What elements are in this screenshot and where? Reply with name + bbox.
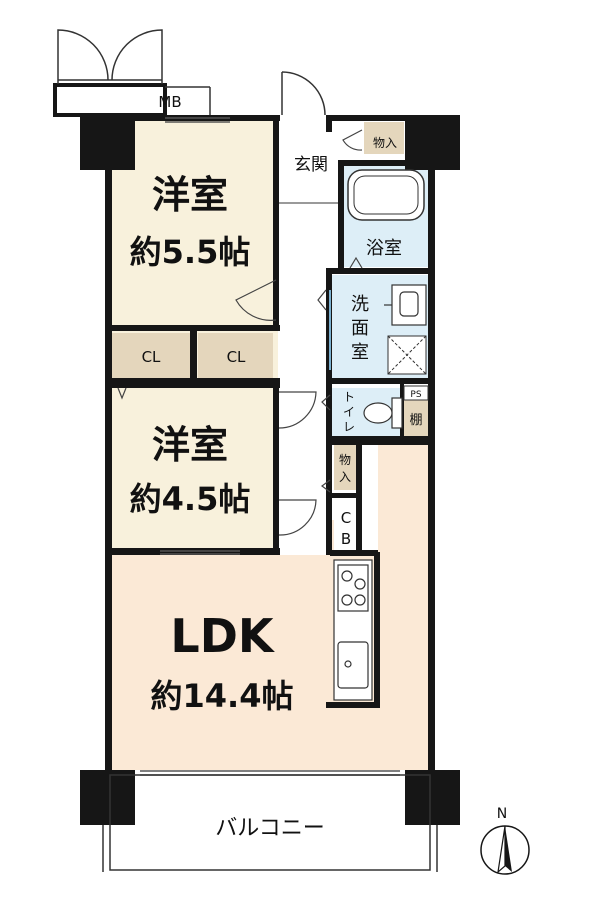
compass-needle-right (505, 826, 512, 872)
mb-doors (57, 29, 211, 115)
toilet-label-2: イ (343, 405, 355, 419)
washroom-label-2: 面 (351, 318, 369, 339)
mb-box (53, 83, 167, 117)
kitchen-counter (333, 559, 373, 701)
balcony-label: バルコニー (215, 816, 325, 841)
western-room-2-name: 洋室 (152, 423, 228, 467)
cb-label-1: C (341, 509, 351, 527)
cb-label-2: B (341, 530, 351, 548)
entrance-label: 玄関 (294, 155, 328, 175)
shelf-floor (402, 400, 430, 436)
storage-mid-label-1: 物 (339, 453, 351, 467)
western-room-2-floor (110, 388, 278, 548)
closet-2-label: CL (227, 348, 246, 366)
ps-box (403, 385, 429, 401)
closet-1-label: CL (142, 348, 161, 366)
washroom-label-3: 室 (351, 342, 369, 363)
storage-top-floor (364, 122, 404, 154)
entrance-door (281, 71, 326, 116)
compass: N (480, 806, 530, 875)
shelf-label: 棚 (409, 413, 422, 428)
western-room-1-floor (110, 120, 278, 330)
western-room-1-size: 約5.5帖 (130, 233, 251, 271)
washroom-label-1: 洗 (351, 294, 369, 315)
balcony-outline (109, 774, 431, 871)
ldk-name: LDK (170, 609, 275, 663)
ps-label: PS (410, 390, 421, 400)
bathtub (347, 169, 425, 221)
western-room-2-size: 約4.5帖 (130, 480, 251, 518)
toilet-label-3: レ (343, 420, 355, 434)
storage-mid-label-2: 入 (339, 470, 351, 484)
closet-2-floor (198, 333, 273, 378)
toilet-fixture (363, 397, 403, 429)
mb-label: MB (158, 93, 181, 111)
cb-floor (334, 500, 356, 550)
ldk-size: 約14.4帖 (151, 677, 294, 715)
storage-mid-floor (334, 445, 356, 490)
bath-label: 浴室 (366, 238, 402, 259)
toilet-label-1: ト (343, 390, 355, 404)
washing-machine-pan (387, 335, 427, 375)
western-room-1-name: 洋室 (152, 173, 228, 217)
storage-top-label: 物入 (373, 136, 397, 150)
wash-basin (384, 284, 427, 326)
interior-doors (117, 129, 363, 536)
closet-1-floor (112, 333, 190, 378)
north-label: N (497, 806, 507, 822)
walls (80, 115, 460, 825)
